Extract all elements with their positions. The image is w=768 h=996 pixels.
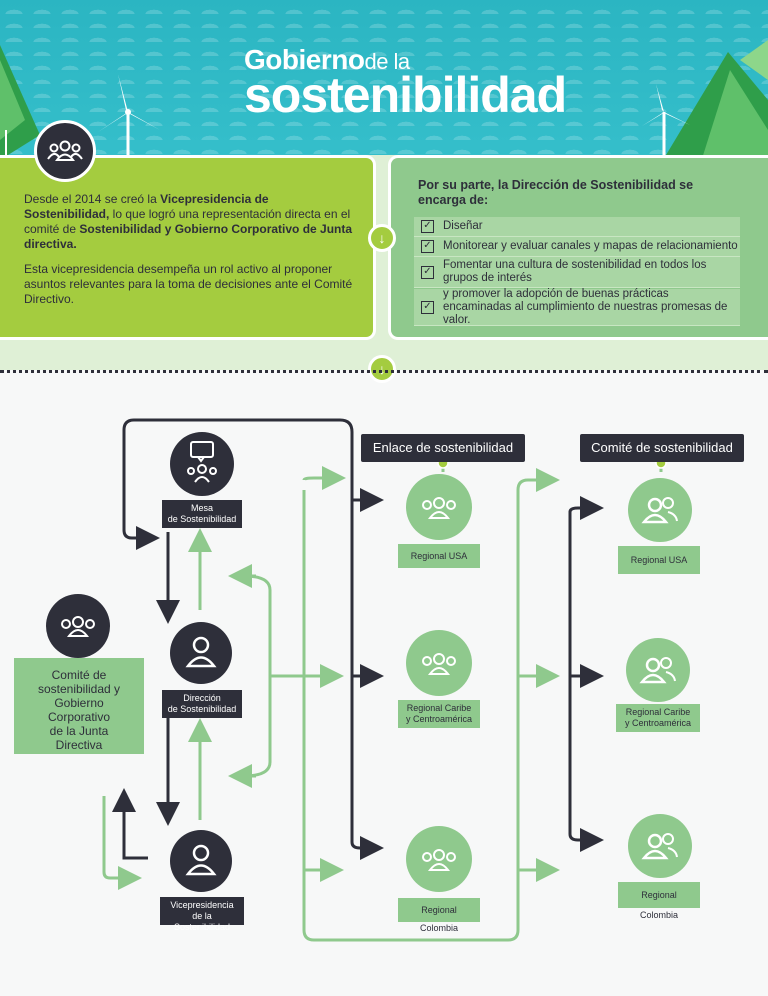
comite-junta-box: Comité de sostenibilidad y Gobierno Corp… <box>14 658 144 754</box>
checkbox-icon: ✓ <box>421 240 434 253</box>
direccion-label: Dirección de Sostenibilidad <box>162 690 242 718</box>
intro-panel <box>0 155 376 340</box>
intro-text-c: lo que logró una representación directa … <box>24 207 351 236</box>
responsibility-text: y promover la adopción de buenas práctic… <box>443 287 728 326</box>
title-word-de-la: de la <box>364 49 410 74</box>
people-icon <box>628 814 692 878</box>
comite-region-usa: Regional USA <box>618 546 700 574</box>
intro-paragraph-1: Desde el 2014 se creó la Vicepresidencia… <box>24 192 354 252</box>
responsibility-item: ✓ Fomentar una cultura de sostenibilidad … <box>414 257 740 288</box>
group-icon <box>46 594 110 658</box>
comite-header: Comité de sostenibilidad <box>580 434 744 462</box>
chat-group-icon <box>170 432 234 496</box>
person-icon <box>170 830 232 892</box>
banner-scenery <box>0 40 768 165</box>
responsibility-text: Diseñar <box>443 220 483 232</box>
group-icon <box>34 120 96 182</box>
intro-text-b: Vicepresidencia de Sostenibilidad, <box>24 192 269 221</box>
intro-text-d: Sostenibilidad y Gobierno Corporativo de… <box>24 222 353 251</box>
intro-text-a: Desde el 2014 se creó la <box>24 192 161 206</box>
responsibility-text: Fomentar una cultura de sostenibilidad e… <box>443 259 707 284</box>
responsibility-item: ✓ Monitorear y evaluar canales y mapas de… <box>414 237 740 257</box>
responsibilities-heading: Por su parte, la Dirección de Sostenibil… <box>418 178 694 207</box>
group-icon <box>406 630 472 696</box>
header-banner <box>0 0 768 165</box>
checkbox-icon: ✓ <box>421 220 434 233</box>
group-icon <box>406 474 472 540</box>
responsibility-text: Monitorear y evaluar canales y mapas de … <box>443 240 738 252</box>
comite-region-caribe: Regional Caribe y Centroamérica <box>616 704 700 732</box>
vicepresidencia-label: Vicepresidencia de la Sostenibilidad <box>160 897 244 932</box>
enlace-region-colombia: Regional Colombia <box>398 898 480 933</box>
group-icon <box>406 826 472 892</box>
divider <box>0 370 768 373</box>
enlace-region-caribe: Regional Caribe y Centroamérica <box>398 700 480 728</box>
people-icon <box>626 638 690 702</box>
responsibility-item: ✓ y promover la adopción de buenas práct… <box>414 287 740 326</box>
checkbox-icon: ✓ <box>421 300 434 314</box>
person-icon <box>170 622 232 684</box>
mesa-label: Mesa de Sostenibilidad <box>162 500 242 528</box>
intro-paragraph-2: Esta vicepresidencia desempeña un rol ac… <box>24 262 353 306</box>
checkbox-icon: ✓ <box>421 265 434 279</box>
enlace-header: Enlace de sostenibilidad <box>361 434 525 462</box>
enlace-region-usa: Regional USA <box>398 544 480 568</box>
page-title: sostenibilidad <box>244 67 567 123</box>
responsibility-item: ✓ Diseñar <box>414 217 740 237</box>
arrow-down-icon: ↓ <box>368 355 396 383</box>
title-line-1: Gobiernode la <box>244 44 410 76</box>
people-icon <box>628 478 692 542</box>
comite-region-colombia: Regional Colombia <box>618 882 700 920</box>
arrow-down-icon: ↓ <box>368 224 396 252</box>
title-word-gobierno: Gobierno <box>244 44 365 75</box>
